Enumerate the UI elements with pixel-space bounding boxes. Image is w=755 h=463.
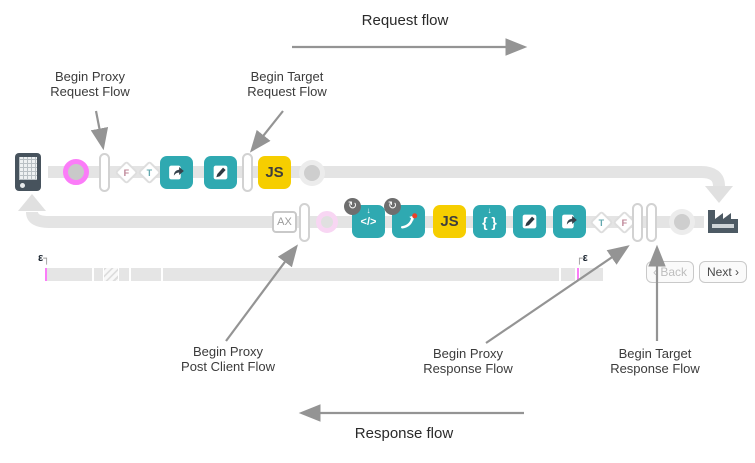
timeline-segment[interactable] — [94, 268, 103, 281]
json-policy-icon[interactable]: ↓ { } — [473, 205, 506, 238]
request-flow-title: Request flow — [361, 12, 449, 29]
request-start-ring[interactable] — [63, 159, 89, 185]
dot-inner — [304, 165, 320, 181]
share-arrow-icon — [169, 165, 184, 180]
begin-proxy-response-flow-label: Begin Proxy Response Flow — [423, 346, 513, 377]
epsilon-label: ε — [582, 252, 588, 264]
begin-proxy-response-flow-marker[interactable] — [632, 203, 643, 242]
condition-diamond-true[interactable]: T — [589, 210, 614, 235]
epsilon-label: ε — [38, 252, 44, 264]
curved-arrow-icon — [400, 213, 418, 229]
assign-message-policy-icon[interactable] — [204, 156, 237, 189]
post-client-ring[interactable] — [316, 211, 338, 233]
pencil-icon — [213, 165, 228, 180]
back-button[interactable]: ‹ Back — [646, 261, 694, 283]
timeline-segment[interactable] — [561, 268, 575, 281]
smartphone-icon — [15, 153, 41, 191]
assign-message-policy-icon[interactable] — [513, 205, 546, 238]
begin-proxy-request-flow-marker[interactable] — [99, 153, 110, 192]
condition-diamond-false[interactable]: F — [114, 160, 139, 185]
phone-home-button-icon — [20, 183, 25, 188]
corner-bracket-icon: ┌ — [576, 252, 583, 265]
request-flow-arrowhead-icon — [705, 186, 733, 203]
begin-target-request-flow-label: Begin Target Request Flow — [247, 69, 327, 100]
timeline-segment[interactable] — [580, 268, 603, 281]
response-flow-arrowhead-icon — [18, 194, 46, 211]
response-start-dot[interactable] — [669, 209, 695, 235]
begin-proxy-post-client-pointer-arrow — [225, 244, 298, 342]
begin-target-request-pointer-arrow — [249, 110, 284, 153]
timeline-segment[interactable] — [47, 268, 92, 281]
begin-proxy-request-flow-label: Begin Proxy Request Flow — [50, 69, 130, 100]
analytics-step-box[interactable]: AX — [272, 211, 297, 233]
elapsed-time-marker-left: ε┐ — [38, 252, 50, 265]
callout-policy-icon[interactable] — [160, 156, 193, 189]
timeline-cursor-tick[interactable] — [45, 268, 47, 281]
rotate-badge-icon: ↻ — [384, 198, 401, 215]
condition-true-label: T — [146, 167, 153, 178]
begin-target-response-flow-marker[interactable] — [646, 203, 657, 242]
condition-false-label: F — [123, 167, 130, 178]
begin-proxy-post-client-flow-marker[interactable] — [299, 203, 310, 242]
elapsed-time-marker-right: ┌ε — [576, 252, 588, 265]
condition-true-label: T — [598, 217, 605, 228]
dot-inner — [674, 214, 690, 230]
timeline-segment[interactable] — [119, 268, 129, 281]
factory-icon — [705, 203, 741, 240]
down-arrow-icon: ↓ — [487, 206, 492, 215]
begin-target-response-flow-label: Begin Target Response Flow — [610, 346, 700, 377]
pencil-icon — [522, 214, 537, 229]
javascript-policy-icon[interactable]: JS — [258, 156, 291, 189]
request-end-dot[interactable] — [299, 160, 325, 186]
braces-glyph: { } — [482, 213, 497, 230]
timeline-segment-hatched[interactable] — [104, 268, 118, 281]
javascript-policy-icon[interactable]: JS — [433, 205, 466, 238]
rotate-badge-icon: ↻ — [344, 198, 361, 215]
timeline-cursor-tick[interactable] — [577, 268, 579, 281]
corner-bracket-icon: ┐ — [43, 252, 50, 265]
begin-proxy-request-pointer-arrow — [90, 110, 109, 151]
timeline-segment[interactable] — [163, 268, 559, 281]
timeline-segment[interactable] — [131, 268, 161, 281]
begin-target-request-flow-marker[interactable] — [242, 153, 253, 192]
down-arrow-icon: ↓ — [366, 206, 371, 215]
begin-proxy-response-pointer-arrow — [485, 245, 630, 344]
next-button[interactable]: Next › — [699, 261, 747, 283]
phone-screen — [19, 157, 37, 180]
response-flow-title: Response flow — [354, 425, 454, 442]
condition-false-label: F — [621, 217, 628, 228]
callout-policy-icon[interactable] — [553, 205, 586, 238]
begin-proxy-post-client-flow-label: Begin Proxy Post Client Flow — [181, 344, 275, 375]
code-glyph: </> — [360, 215, 377, 228]
condition-diamond-true[interactable]: T — [137, 160, 162, 185]
share-arrow-icon — [562, 214, 577, 229]
